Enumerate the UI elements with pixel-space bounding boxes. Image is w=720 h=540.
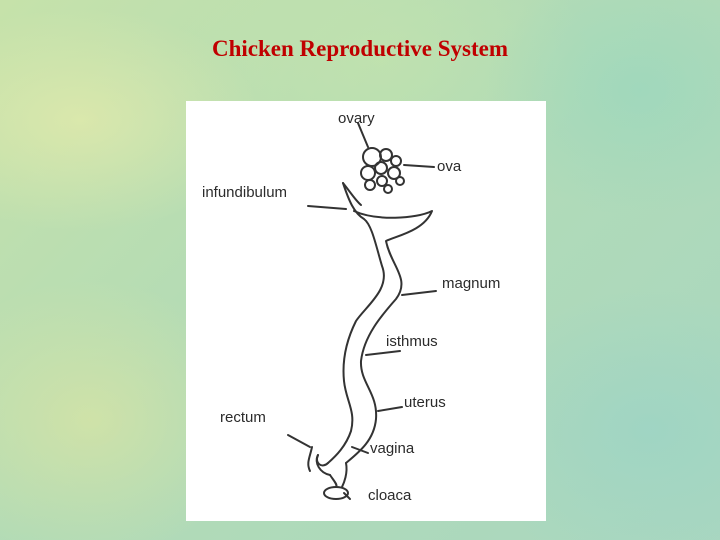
label-infundibulum: infundibulum — [202, 185, 287, 200]
label-isthmus: isthmus — [386, 334, 438, 349]
label-magnum: magnum — [442, 276, 500, 291]
leader-rectum — [288, 435, 310, 447]
slide-title: Chicken Reproductive System — [0, 36, 720, 62]
label-uterus: uterus — [404, 395, 446, 410]
infundibulum-funnel — [343, 183, 361, 205]
leader-isthmus — [366, 351, 400, 355]
label-rectum: rectum — [220, 410, 266, 425]
ova-cluster — [361, 148, 404, 193]
reproductive-system-diagram: ovary ova infundibulum magnum isthmus ut… — [186, 101, 546, 521]
label-vagina: vagina — [370, 441, 414, 456]
rectum-tube — [308, 447, 312, 471]
label-ova: ova — [437, 159, 461, 174]
leader-magnum — [402, 291, 436, 295]
label-cloaca: cloaca — [368, 488, 411, 503]
vagina-curve — [317, 455, 328, 465]
leader-infundibulum — [308, 206, 346, 209]
leader-ova — [404, 165, 434, 167]
leader-vagina — [352, 447, 368, 453]
label-ovary: ovary — [338, 111, 375, 126]
leader-uterus — [378, 407, 402, 411]
diagram-drawing — [186, 101, 546, 521]
